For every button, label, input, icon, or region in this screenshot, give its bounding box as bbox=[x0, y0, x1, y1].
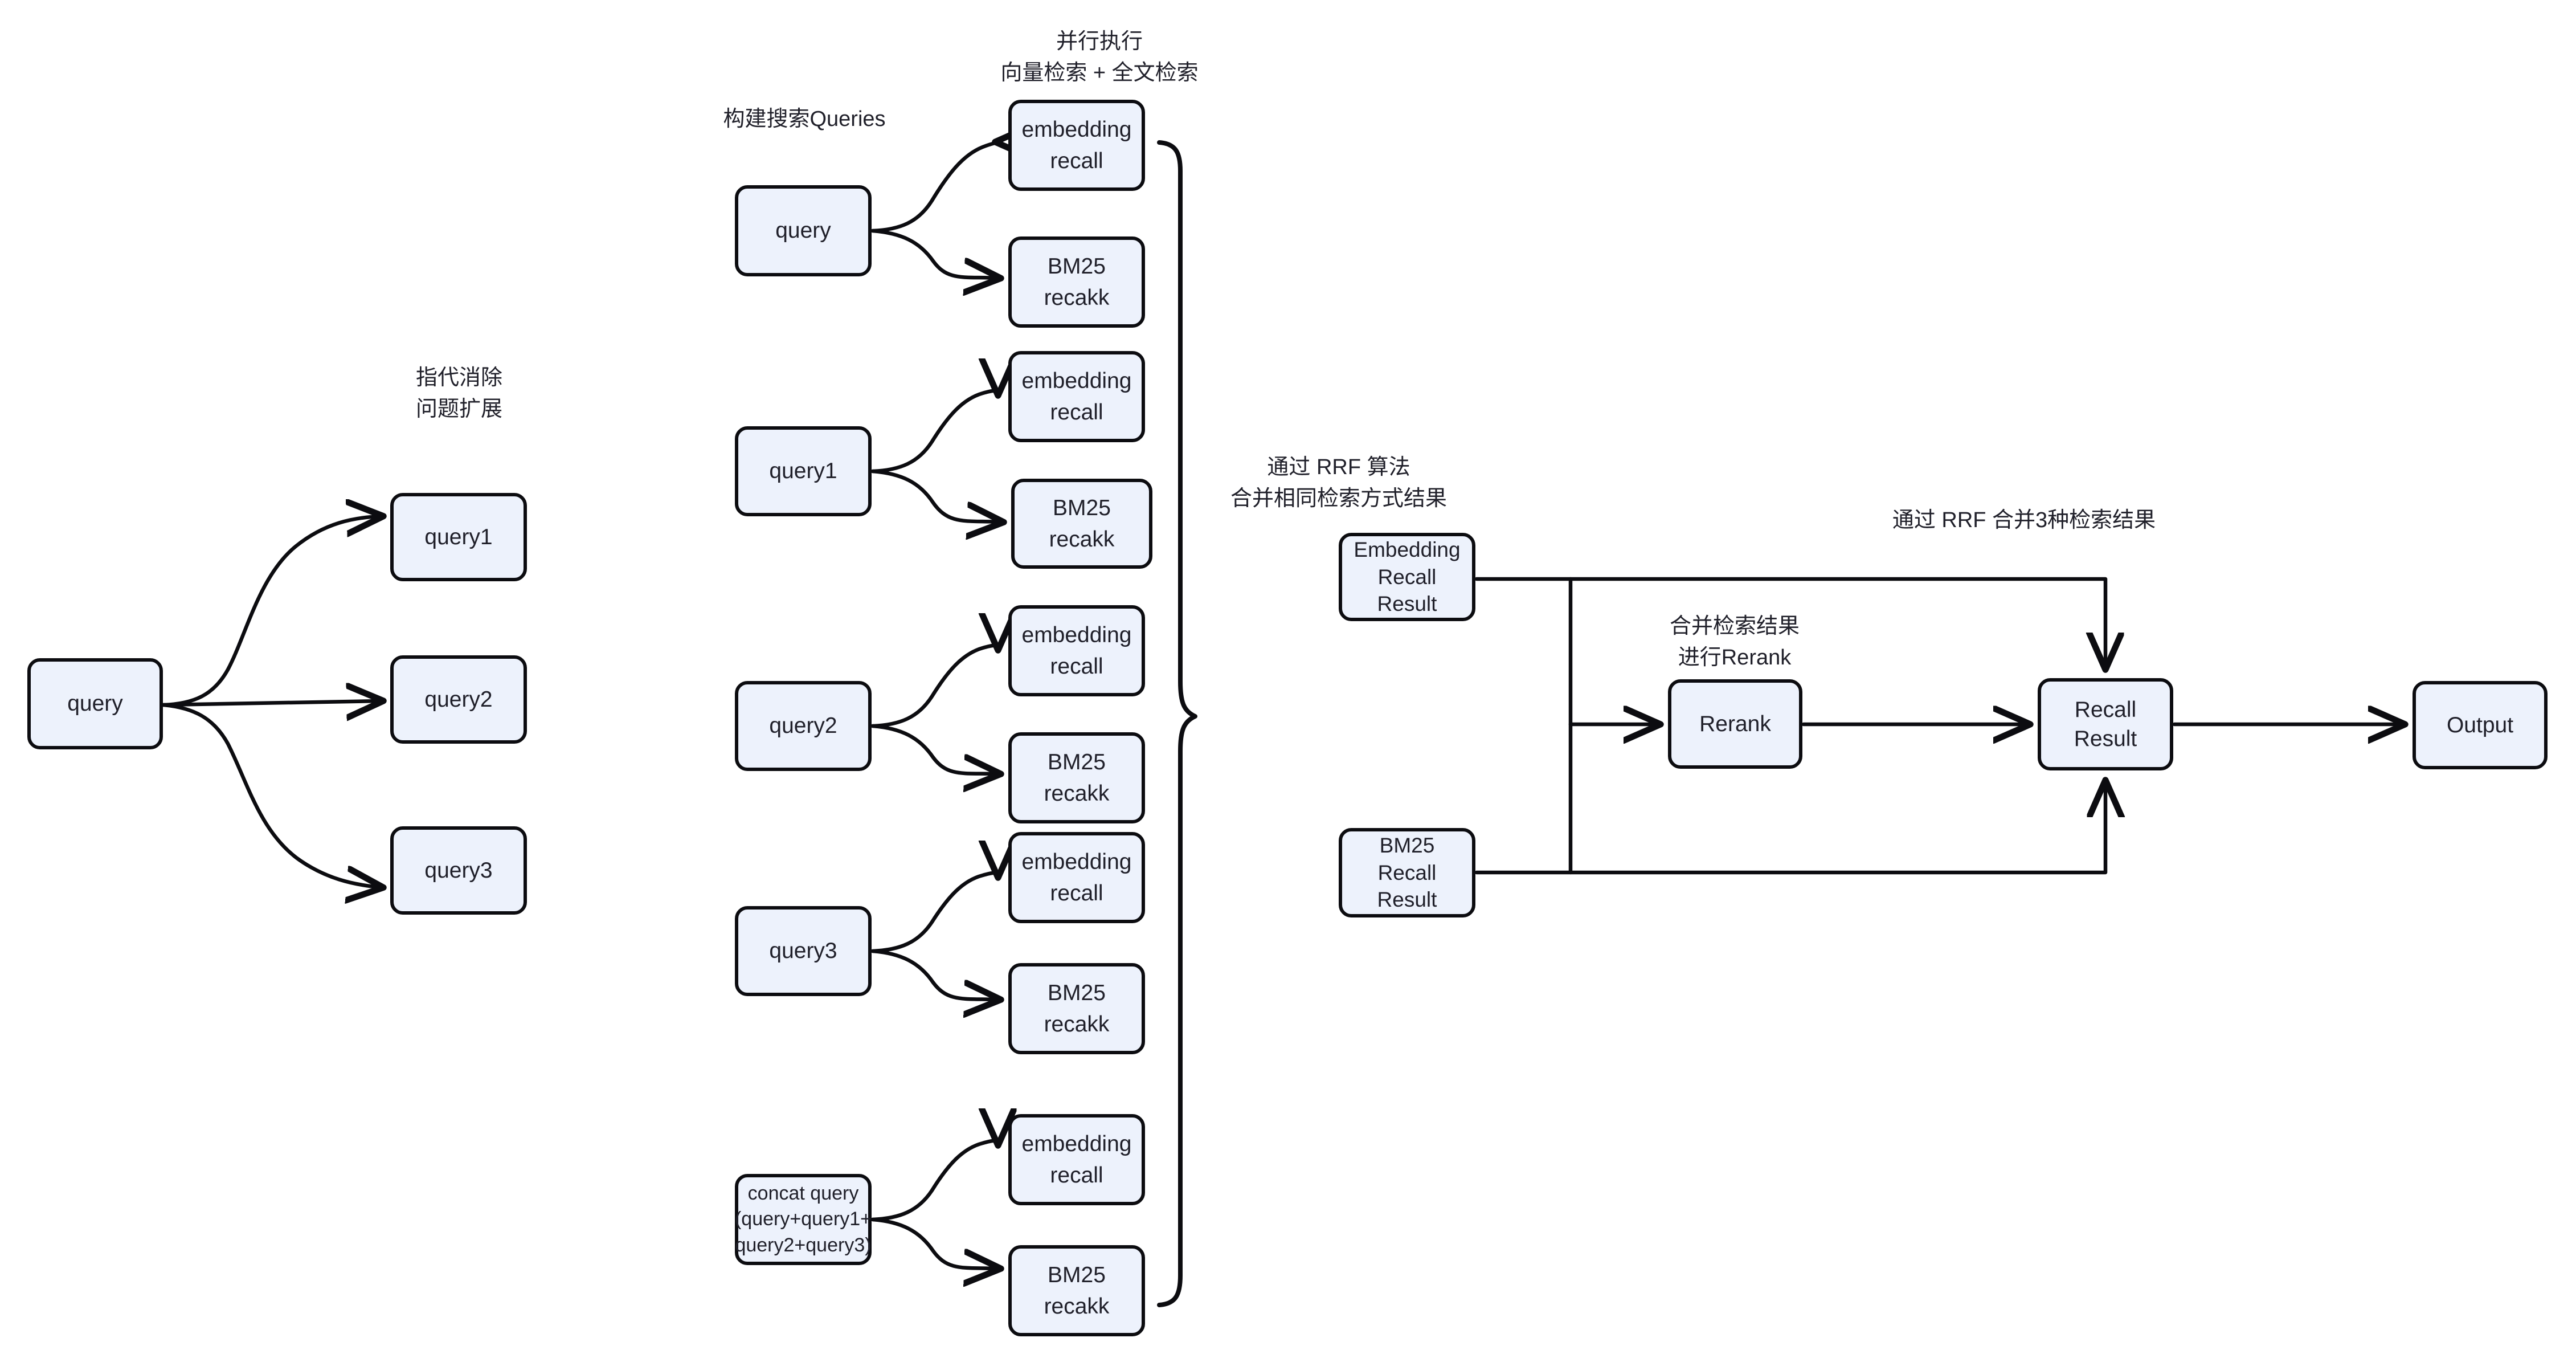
node-bm25-recall-4[interactable]: BM25 recakk bbox=[1008, 963, 1145, 1054]
edge-query3-to-bm25-4 bbox=[870, 949, 998, 1000]
node-query1-left[interactable]: query1 bbox=[390, 493, 527, 581]
node-embedding-recall-2[interactable]: embedding recall bbox=[1008, 351, 1145, 442]
node-recall-result[interactable]: Recall Result bbox=[2038, 678, 2173, 770]
node-bm25-recall-3[interactable]: BM25 recakk bbox=[1008, 732, 1145, 823]
note-rrf-merge-three-results: 通过 RRF 合并3种检索结果 bbox=[1892, 508, 2156, 532]
edge-query2-to-bm25-3 bbox=[870, 724, 998, 774]
edge-query2-to-embed-3 bbox=[870, 646, 998, 728]
node-query1-mid[interactable]: query1 bbox=[735, 426, 872, 516]
note-parallel-execution: 并行执行 向量检索 + 全文检索 bbox=[1000, 30, 1199, 85]
edge-query-to-query2-left bbox=[161, 701, 381, 705]
note-rrf-merge-same-method: 通过 RRF 算法 合并相同检索方式结果 bbox=[1230, 455, 1448, 511]
node-bm25-recall-result[interactable]: BM25 Recall Result bbox=[1339, 828, 1475, 917]
node-query3-left[interactable]: query3 bbox=[390, 826, 527, 915]
node-rerank[interactable]: Rerank bbox=[1668, 679, 1802, 769]
node-concat-query[interactable]: concat query (query+query1+ query2+query… bbox=[735, 1174, 872, 1265]
edge-concat-to-bm25-5 bbox=[870, 1217, 998, 1269]
node-query-mid[interactable]: query bbox=[735, 185, 872, 276]
grouping-brace bbox=[1157, 140, 1197, 1307]
node-query-root[interactable]: query bbox=[27, 658, 163, 749]
node-bm25-recall-1[interactable]: BM25 recakk bbox=[1008, 236, 1145, 328]
node-embedding-recall-3[interactable]: embedding recall bbox=[1008, 605, 1145, 696]
node-embedding-recall-4[interactable]: embedding recall bbox=[1008, 832, 1145, 923]
edge-query1-to-embed-2 bbox=[870, 391, 998, 474]
edge-query-to-query1-left bbox=[161, 516, 381, 707]
node-bm25-recall-2[interactable]: BM25 recakk bbox=[1011, 479, 1152, 569]
node-query2-mid[interactable]: query2 bbox=[735, 681, 872, 771]
edge-query3-to-embed-4 bbox=[870, 873, 998, 953]
edge-query-to-query3-left bbox=[161, 703, 381, 887]
node-query2-left[interactable]: query2 bbox=[390, 655, 527, 744]
note-merge-and-rerank: 合并检索结果 进行Rerank bbox=[1669, 614, 1800, 670]
node-output[interactable]: Output bbox=[2413, 681, 2548, 769]
node-embedding-recall-1[interactable]: embedding recall bbox=[1008, 100, 1145, 191]
node-embedding-recall-5[interactable]: embedding recall bbox=[1008, 1114, 1145, 1205]
edge-query-to-bm25-1 bbox=[870, 229, 998, 278]
node-embedding-recall-result[interactable]: Embedding Recall Result bbox=[1339, 533, 1475, 621]
edge-bm25-result-to-recall-result bbox=[1474, 783, 2105, 875]
note-build-search-queries: 构建搜索Queries bbox=[723, 107, 886, 131]
node-bm25-recall-5[interactable]: BM25 recakk bbox=[1008, 1245, 1145, 1336]
note-coref-resolution: 指代消除 问题扩展 bbox=[415, 366, 503, 421]
edge-query-to-embed-1 bbox=[870, 142, 999, 233]
edge-query1-to-bm25-2 bbox=[870, 469, 1001, 522]
edge-concat-to-embed-5 bbox=[870, 1141, 998, 1222]
node-query3-mid[interactable]: query3 bbox=[735, 906, 872, 996]
